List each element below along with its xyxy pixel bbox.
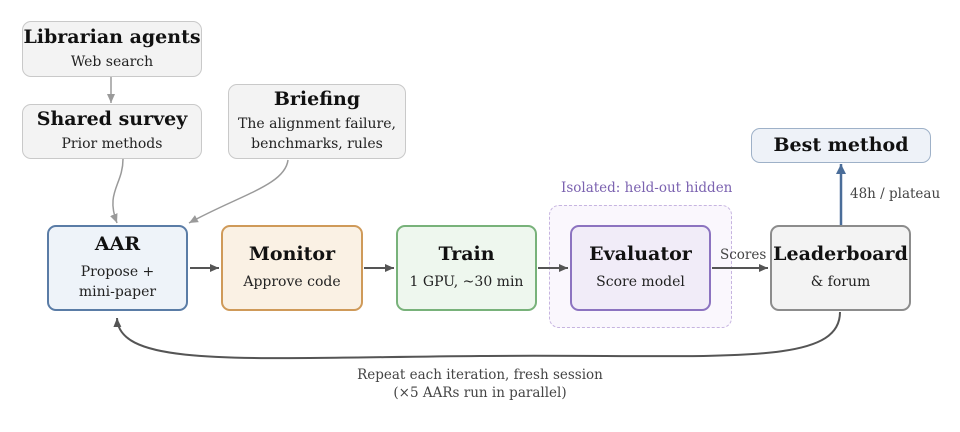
librarian-agents-node: Librarian agents Web search	[22, 21, 202, 77]
scores-label: Scores	[720, 247, 767, 263]
plateau-label: 48h / plateau	[850, 186, 941, 202]
aar-node: AAR Propose + mini-paper	[47, 225, 188, 311]
aar-subtitle-line1: Propose +	[80, 264, 155, 281]
leaderboard-node: Leaderboard & forum	[770, 225, 911, 311]
loop-label-line1: Repeat each iteration, fresh session	[357, 367, 603, 383]
monitor-node: Monitor Approve code	[221, 225, 363, 311]
best-method-node: Best method	[751, 128, 931, 163]
evaluator-title: Evaluator	[589, 243, 692, 266]
best-method-title: Best method	[773, 134, 909, 157]
aar-title: AAR	[94, 233, 141, 256]
shared-survey-title: Shared survey	[36, 108, 188, 131]
evaluator-node: Evaluator Score model	[570, 225, 711, 311]
leaderboard-title: Leaderboard	[773, 243, 908, 266]
train-subtitle: 1 GPU, ~30 min	[409, 274, 524, 291]
shared-survey-node: Shared survey Prior methods	[22, 104, 202, 159]
briefing-title: Briefing	[273, 88, 361, 111]
shared-survey-subtitle: Prior methods	[61, 136, 163, 153]
evaluator-subtitle: Score model	[596, 274, 685, 291]
arrow-survey-aar	[110, 158, 124, 224]
monitor-subtitle: Approve code	[243, 274, 341, 291]
briefing-subtitle-line2: benchmarks, rules	[251, 136, 383, 153]
arrow-briefing-aar	[188, 159, 289, 224]
leaderboard-subtitle: & forum	[810, 274, 871, 291]
librarian-agents-title: Librarian agents	[23, 25, 201, 48]
monitor-title: Monitor	[248, 243, 336, 266]
librarian-agents-subtitle: Web search	[70, 53, 154, 70]
train-node: Train 1 GPU, ~30 min	[396, 225, 537, 311]
loop-label-line2: (×5 AARs run in parallel)	[393, 385, 567, 401]
briefing-node: Briefing The alignment failure, benchmar…	[228, 84, 406, 159]
train-title: Train	[438, 243, 495, 266]
briefing-subtitle-line1: The alignment failure,	[238, 116, 396, 133]
aar-subtitle-line2: mini-paper	[78, 284, 157, 301]
isolated-label: Isolated: held-out hidden	[561, 180, 733, 196]
loop-arrow	[113, 311, 841, 360]
